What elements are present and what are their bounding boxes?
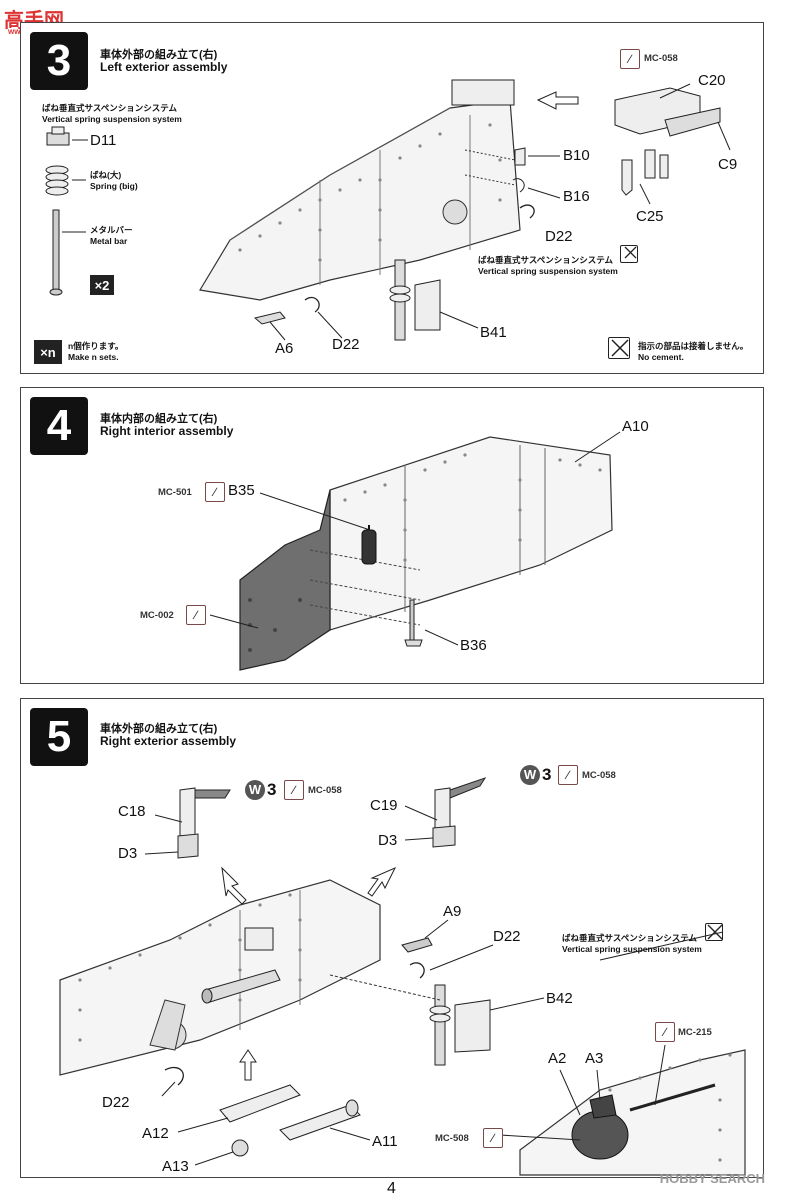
step3-label-A6: A6: [275, 340, 294, 357]
page-number: 4: [387, 1180, 396, 1197]
step4-title-en: Right interior assembly: [100, 424, 234, 438]
step5-label-A11: A11: [372, 1133, 398, 1150]
step3-title-en: Left exterior assembly: [100, 60, 228, 74]
step3-spring-en: Spring (big): [90, 181, 138, 191]
step3-no-cement-icon: [608, 337, 630, 359]
step3-metalbar-en: Metal bar: [90, 236, 128, 246]
step5-paint4-knife-icon: ∕: [483, 1128, 503, 1148]
step5-label-A13: A13: [162, 1158, 189, 1175]
step5-label-D22-left: D22: [102, 1094, 130, 1111]
step5-title-en: Right exterior assembly: [100, 734, 237, 748]
step5-w-badge-left: W: [245, 780, 265, 800]
step3-make-en: Make n sets.: [68, 352, 119, 362]
step5-w-number-right: 3: [542, 765, 552, 784]
step5-label-A9: A9: [443, 903, 462, 920]
step3-title-jp: 車体外部の組み立て(右): [100, 49, 218, 61]
step3-suspension2-jp: ばね垂直式サスペンションシステム: [478, 255, 613, 265]
step5-paint1-code: MC-058: [308, 785, 342, 796]
step5-paint4-code: MC-508: [435, 1133, 469, 1144]
step5-no-cement-icon: [705, 923, 723, 941]
step5-label-B42: B42: [546, 990, 573, 1007]
step5-title-jp: 車体外部の組み立て(右): [100, 723, 218, 735]
step5-label-C19: C19: [370, 797, 398, 814]
step5-label-A2: A2: [548, 1050, 567, 1067]
step5-suspension-jp: ばね垂直式サスペンションシステム: [562, 933, 697, 943]
step3-label-B16: B16: [563, 188, 590, 205]
step5-label-A3: A3: [585, 1050, 604, 1067]
step5-paint2-knife-icon: ∕: [558, 765, 578, 785]
step5-label-D3-left: D3: [118, 845, 138, 862]
step5-label-C18: C18: [118, 803, 146, 820]
step3-suspension-jp: ばね垂直式サスペンションシステム: [42, 103, 177, 113]
step3-label-B10: B10: [563, 147, 590, 164]
step3-label-C9: C9: [718, 156, 738, 173]
step5-badge: 5: [30, 708, 88, 766]
step3-label-D22-right: D22: [545, 228, 573, 245]
hobbysearch-watermark: HOBBY SEARCH: [659, 1171, 765, 1186]
step4-label-A10: A10: [622, 418, 649, 435]
step3-times-badge: ×2: [90, 275, 114, 295]
step3-nocement-en: No cement.: [638, 352, 684, 362]
step5-w-number-left: 3: [267, 780, 277, 799]
step4-badge: 4: [30, 397, 88, 455]
step3-suspension-en: Vertical spring suspension system: [42, 114, 182, 124]
step5-label-D3-right: D3: [378, 832, 398, 849]
step3-xn-badge: ×n: [34, 340, 62, 364]
step3-badge: 3: [30, 32, 88, 90]
step4-paint2-knife-icon: ∕: [186, 605, 206, 625]
step3-label-D22-left: D22: [332, 336, 360, 353]
step5-panel: [20, 698, 764, 1178]
step4-label-B36: B36: [460, 637, 487, 654]
step5-paint3-knife-icon: ∕: [655, 1022, 675, 1042]
step5-paint2-code: MC-058: [582, 770, 616, 781]
step3-metalbar-jp: メタルバー: [90, 225, 133, 235]
step3-label-C20: C20: [698, 72, 726, 89]
step3-suspension2-en: Vertical spring suspension system: [478, 266, 618, 276]
step3-paint-knife-icon: ∕: [620, 49, 640, 69]
step4-title-jp: 車体内部の組み立て(右): [100, 413, 218, 425]
step5-suspension-en: Vertical spring suspension system: [562, 944, 702, 954]
step3-make-jp: n個作ります。: [68, 341, 124, 351]
step5-label-D22-right: D22: [493, 928, 521, 945]
step5-label-A12: A12: [142, 1125, 169, 1142]
step3-spring-jp: ばね(大): [90, 170, 122, 180]
step3-no-cement-small-icon: [620, 245, 638, 263]
step5-paint3-code: MC-215: [678, 1027, 712, 1038]
step4-paint1-code: MC-501: [158, 487, 192, 498]
step3-nocement-jp: 指示の部品は接着しません。: [638, 341, 749, 351]
step3-label-B41: B41: [480, 324, 507, 341]
step3-paint-code: MC-058: [644, 53, 678, 64]
step3-label-D11: D11: [90, 132, 117, 149]
step5-w-badge-right: W: [520, 765, 540, 785]
step4-paint1-knife-icon: ∕: [205, 482, 225, 502]
step4-paint2-code: MC-002: [140, 610, 174, 621]
step5-paint1-knife-icon: ∕: [284, 780, 304, 800]
step3-label-C25: C25: [636, 208, 664, 225]
step4-label-B35: B35: [228, 482, 255, 499]
